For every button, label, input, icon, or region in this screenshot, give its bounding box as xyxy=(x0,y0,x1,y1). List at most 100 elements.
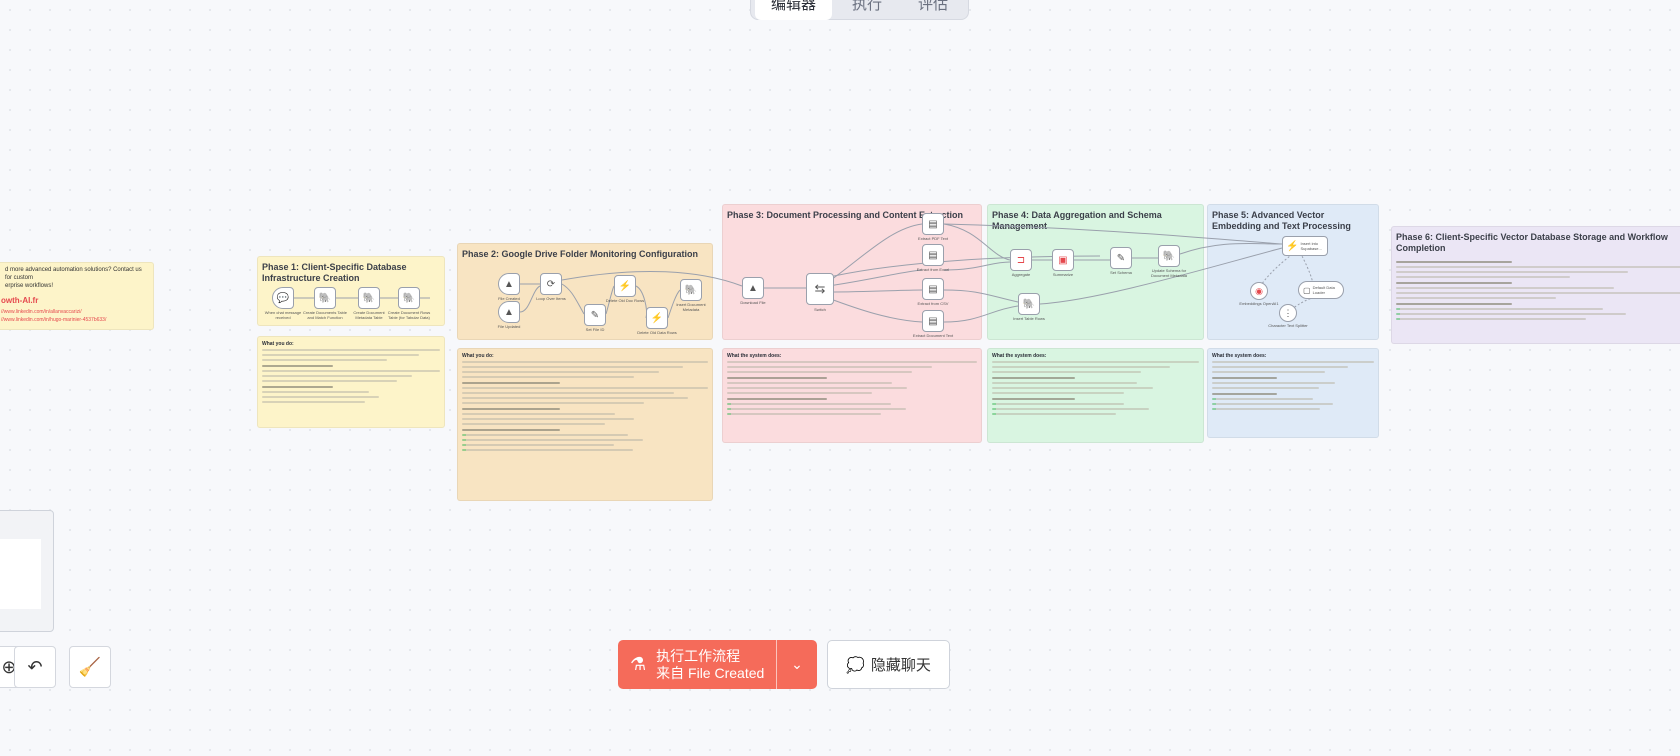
summarize-node[interactable]: ▣ xyxy=(1052,249,1074,271)
phase-6-note[interactable]: Phase 6: Client-Specific Vector Database… xyxy=(1391,226,1680,344)
insert-table-rows-label: Insert Table Rows xyxy=(1013,316,1045,321)
embeddings-openai-label: Embeddings OpenAI1 xyxy=(1239,301,1279,306)
insert-into-supabase-node[interactable]: ⚡ Insert into Supabase... xyxy=(1282,236,1328,256)
supabase-icon: ⚡ xyxy=(618,280,632,292)
document-icon: ▤ xyxy=(928,283,938,295)
supabase-icon: ⚡ xyxy=(1286,240,1299,252)
character-text-splitter-node[interactable]: ⋮ xyxy=(1279,304,1297,322)
database-icon: 🐘 xyxy=(318,292,332,304)
phase-3-title: Phase 3: Document Processing and Content… xyxy=(727,210,964,220)
chat-trigger-label: When chat message received xyxy=(264,310,302,320)
cta-link-1[interactable]: //www.linkedin.com/in/allanvaccarizi/ xyxy=(1,309,82,315)
document-icon: ▤ xyxy=(928,249,938,261)
supabase-icon: ⚡ xyxy=(650,312,664,324)
file-updated-node[interactable]: ▲ xyxy=(498,301,520,323)
minimap-viewport xyxy=(0,539,41,609)
chat-icon: 💬 xyxy=(276,292,290,304)
google-drive-icon: ▲ xyxy=(504,278,514,290)
phase-2-desc-heading: What you do: xyxy=(462,353,494,359)
undo-button[interactable]: ↶ xyxy=(14,646,56,688)
extract-document-text-label: Extract Document Text xyxy=(912,333,954,338)
pencil-icon: ✎ xyxy=(590,309,600,321)
broom-icon: 🧹 xyxy=(78,656,102,677)
update-schema-node[interactable]: 🐘 xyxy=(1158,245,1180,267)
create-rows-table-label: Create Document Rows Table (for Tabular … xyxy=(387,310,431,320)
tab-editor[interactable]: 编辑器 xyxy=(755,0,833,20)
phase-3-description[interactable]: What the system does: xyxy=(722,348,982,443)
loader-icon: ▢ xyxy=(1303,285,1311,295)
database-icon: 🐘 xyxy=(1162,250,1176,262)
chat-trigger-node[interactable]: 💬 xyxy=(272,287,294,309)
character-text-splitter-label: Character Text Splitter xyxy=(1268,323,1308,328)
summarize-icon: ▣ xyxy=(1058,254,1068,266)
switch-icon: ⇆ xyxy=(814,281,826,296)
extract-pdf-text-node[interactable]: ▤ xyxy=(922,213,944,235)
extract-document-text-node[interactable]: ▤ xyxy=(922,310,944,332)
create-metadata-table-node[interactable]: 🐘 xyxy=(358,287,380,309)
default-data-loader-node[interactable]: ▢ Default Data Loader xyxy=(1298,281,1344,299)
set-file-id-label: Set File ID xyxy=(585,327,605,332)
update-schema-label: Update Schema for Document Metadata xyxy=(1150,268,1188,278)
delete-old-doc-rows-node[interactable]: ⚡ xyxy=(614,275,636,297)
pencil-icon: ✎ xyxy=(1116,252,1126,264)
phase-2-description[interactable]: What you do: xyxy=(457,348,713,501)
tab-evaluations[interactable]: 评估 xyxy=(918,0,949,13)
tab-executions[interactable]: 执行 xyxy=(852,0,883,13)
cta-link-2[interactable]: //www.linkedin.com/in/hugo-marinier-4537… xyxy=(1,317,107,323)
splitter-icon: ⋮ xyxy=(1283,307,1293,318)
file-created-node[interactable]: ▲ xyxy=(498,273,520,295)
insert-document-metadata-node[interactable]: 🐘 xyxy=(680,279,702,301)
phase-4-title: Phase 4: Data Aggregation and Schema Man… xyxy=(992,210,1162,231)
execute-workflow-label: 执行工作流程 xyxy=(656,647,741,664)
insert-table-rows-node[interactable]: 🐘 xyxy=(1018,293,1040,315)
document-icon: ▤ xyxy=(928,218,938,230)
phase-1-description[interactable]: What you do: xyxy=(257,336,445,428)
canvas-minimap[interactable] xyxy=(0,510,54,632)
document-icon: ▤ xyxy=(928,315,938,327)
delete-old-data-rows-node[interactable]: ⚡ xyxy=(646,307,668,329)
database-icon: 🐘 xyxy=(362,292,376,304)
view-tabs: 编辑器 执行 评估 xyxy=(750,0,970,20)
phase-3-desc-heading: What the system does: xyxy=(727,353,782,359)
create-rows-table-node[interactable]: 🐘 xyxy=(398,287,420,309)
extract-pdf-text-label: Extract PDF Text xyxy=(918,236,948,241)
create-documents-table-node[interactable]: 🐘 xyxy=(314,287,336,309)
switch-label: Switch xyxy=(814,307,826,312)
openai-icon: ◉ xyxy=(1255,285,1263,296)
embeddings-openai-node[interactable]: ◉ xyxy=(1250,282,1268,300)
aggregate-label: Aggregate xyxy=(1011,272,1031,277)
download-file-node[interactable]: ▲ xyxy=(742,277,764,299)
create-documents-table-label: Create Documents Table and Match Functio… xyxy=(303,310,347,320)
phase-5-desc-heading: What the system does: xyxy=(1212,353,1267,359)
set-file-id-node[interactable]: ✎ xyxy=(584,304,606,326)
hide-chat-button[interactable]: 💭 隐藏聊天 xyxy=(827,640,950,689)
google-drive-icon: ▲ xyxy=(504,306,514,318)
default-data-loader-label: Default Data Loader xyxy=(1312,285,1335,295)
database-icon: 🐘 xyxy=(1022,298,1036,310)
flask-icon: ⚗ xyxy=(630,654,647,674)
insert-into-supabase-label: Insert into Supabase... xyxy=(1300,241,1322,251)
loop-over-items-label: Loop Over Items xyxy=(536,296,566,301)
execute-workflow-dropdown[interactable]: ⌄ xyxy=(776,640,817,689)
switch-node[interactable]: ⇆ xyxy=(806,273,834,305)
set-schema-label: Set Schema xyxy=(1110,270,1132,275)
phase-5-description[interactable]: What the system does: xyxy=(1207,348,1379,438)
set-schema-node[interactable]: ✎ xyxy=(1110,247,1132,269)
phase-2-title: Phase 2: Google Drive Folder Monitoring … xyxy=(462,249,699,259)
phase-4-description[interactable]: What the system does: xyxy=(987,348,1204,443)
phase-6-title: Phase 6: Client-Specific Vector Database… xyxy=(1396,232,1668,253)
cta-sticky-note[interactable]: d more advanced automation solutions? Co… xyxy=(0,262,154,330)
extract-excel-node[interactable]: ▤ xyxy=(922,244,944,266)
aggregate-node[interactable]: ⊐ xyxy=(1010,249,1032,271)
execute-workflow-source: 来自 File Created xyxy=(656,664,765,681)
extract-csv-node[interactable]: ▤ xyxy=(922,278,944,300)
database-icon: 🐘 xyxy=(402,292,416,304)
insert-document-metadata-label: Insert Document Metadata xyxy=(676,302,706,312)
phase-4-desc-heading: What the system does: xyxy=(992,353,1047,359)
zoom-icon: ⊕ xyxy=(1,656,17,677)
tidy-up-button[interactable]: 🧹 xyxy=(69,646,111,688)
cta-brand[interactable]: owth-AI.fr xyxy=(1,296,39,305)
phase-1-title: Phase 1: Client-Specific Database Infras… xyxy=(262,262,407,283)
loop-over-items-node[interactable]: ⟳ xyxy=(540,273,562,295)
execute-workflow-button[interactable]: ⚗ 执行工作流程 来自 File Created xyxy=(618,640,776,689)
